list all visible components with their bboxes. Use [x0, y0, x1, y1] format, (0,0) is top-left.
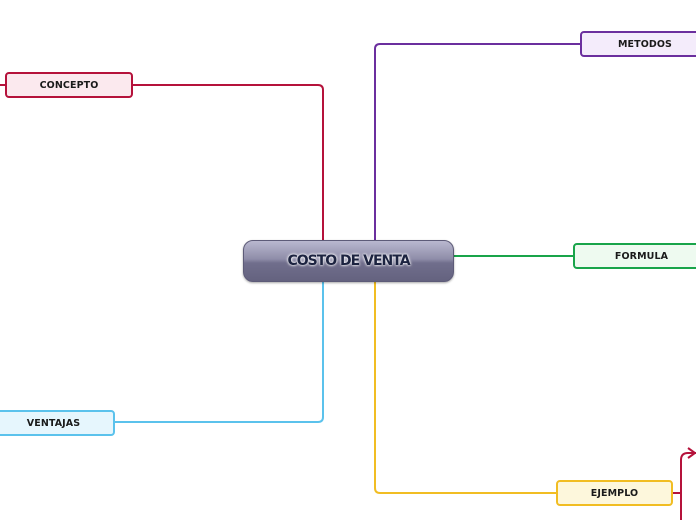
- branch-ventajas-label: VENTAJAS: [26, 417, 81, 429]
- central-topic-label: COSTO DE VENTA: [287, 253, 410, 269]
- branch-ventajas[interactable]: VENTAJAS: [0, 410, 115, 436]
- branch-concepto[interactable]: CONCEPTO: [5, 72, 133, 98]
- connector-ventajas: [115, 282, 324, 423]
- branch-concepto-label: CONCEPTO: [39, 79, 99, 91]
- central-topic[interactable]: COSTO DE VENTA: [243, 240, 454, 282]
- branch-metodos-label: METODOS: [617, 38, 672, 50]
- branch-metodos[interactable]: METODOS: [580, 31, 696, 57]
- branch-ejemplo-label: EJEMPLO: [590, 487, 639, 499]
- branch-formula[interactable]: FORMULA: [573, 243, 696, 269]
- connector-metodos: [374, 43, 580, 241]
- arrowhead-icon: [687, 447, 696, 459]
- connector-ejemplo-subbranch: [673, 452, 696, 494]
- connector-concepto: [133, 84, 324, 241]
- connector-ejemplo: [374, 282, 556, 494]
- branch-ejemplo[interactable]: EJEMPLO: [556, 480, 673, 506]
- branch-formula-label: FORMULA: [614, 250, 669, 262]
